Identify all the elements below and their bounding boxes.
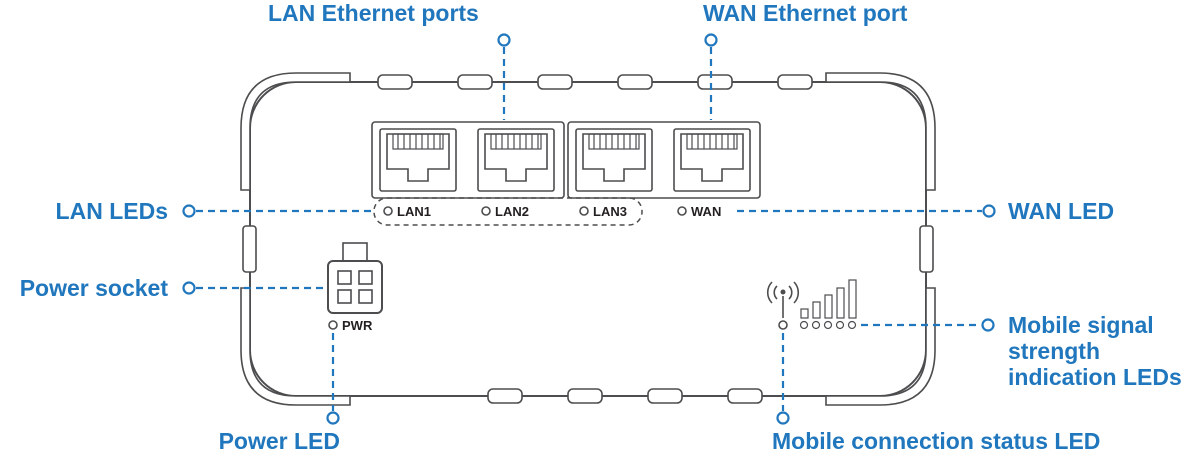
lan3-label: LAN3	[593, 204, 627, 219]
wan-label: WAN	[691, 204, 721, 219]
leader-signal-leds	[861, 318, 995, 332]
leader-power-socket	[182, 281, 325, 295]
callout-wan-ethernet-port: WAN Ethernet port	[703, 0, 908, 26]
lan3-led	[579, 206, 589, 216]
pwr-label: PWR	[342, 318, 373, 333]
leader-lan-ports	[497, 33, 511, 120]
callout-mobile-signal-leds: Mobile signal strength indication LEDs	[1008, 312, 1198, 390]
leader-lines	[182, 33, 996, 425]
rj45-port-lan3	[575, 128, 653, 192]
leader-lan-leds	[182, 204, 371, 218]
top-vent-tabs	[377, 74, 813, 90]
lan2-led	[481, 206, 491, 216]
callout-mobile-signal-line1: Mobile signal	[1008, 312, 1154, 338]
callout-lan-leds: LAN LEDs	[55, 198, 168, 224]
power-socket: PWR	[327, 242, 383, 333]
mobile-status-led	[778, 320, 788, 330]
leader-wan-led	[737, 204, 996, 218]
rj45-port-lan2	[477, 128, 555, 192]
power-led	[328, 320, 338, 330]
ethernet-ports	[371, 121, 761, 199]
bottom-vent-tabs	[487, 388, 763, 404]
lan1-label: LAN1	[397, 204, 431, 219]
signal-strength-leds	[799, 320, 857, 330]
leader-power-led	[326, 333, 340, 425]
callout-power-socket: Power socket	[19, 275, 168, 301]
callout-mobile-signal-line3: indication LEDs	[1008, 364, 1182, 390]
rj45-port-lan1	[379, 128, 457, 192]
leader-wan-port	[704, 33, 718, 120]
wan-led	[677, 206, 687, 216]
callout-mobile-status-led: Mobile connection status LED	[772, 428, 1101, 453]
rj45-port-wan	[673, 128, 751, 192]
callout-lan-ethernet-ports: LAN Ethernet ports	[268, 0, 479, 26]
leader-mobile-status	[776, 333, 790, 425]
antenna-icon	[766, 281, 800, 318]
lan1-led	[383, 206, 393, 216]
lan-leds-group-outline	[373, 197, 643, 226]
callout-wan-led: WAN LED	[1008, 198, 1115, 224]
signal-strength-bars	[800, 279, 857, 319]
callout-mobile-signal-line2: strength	[1008, 338, 1100, 364]
lan2-label: LAN2	[495, 204, 529, 219]
callout-power-led: Power LED	[218, 428, 340, 453]
side-notches	[242, 225, 934, 273]
port-leds: LAN1 LAN2 LAN3 WAN	[373, 197, 721, 226]
